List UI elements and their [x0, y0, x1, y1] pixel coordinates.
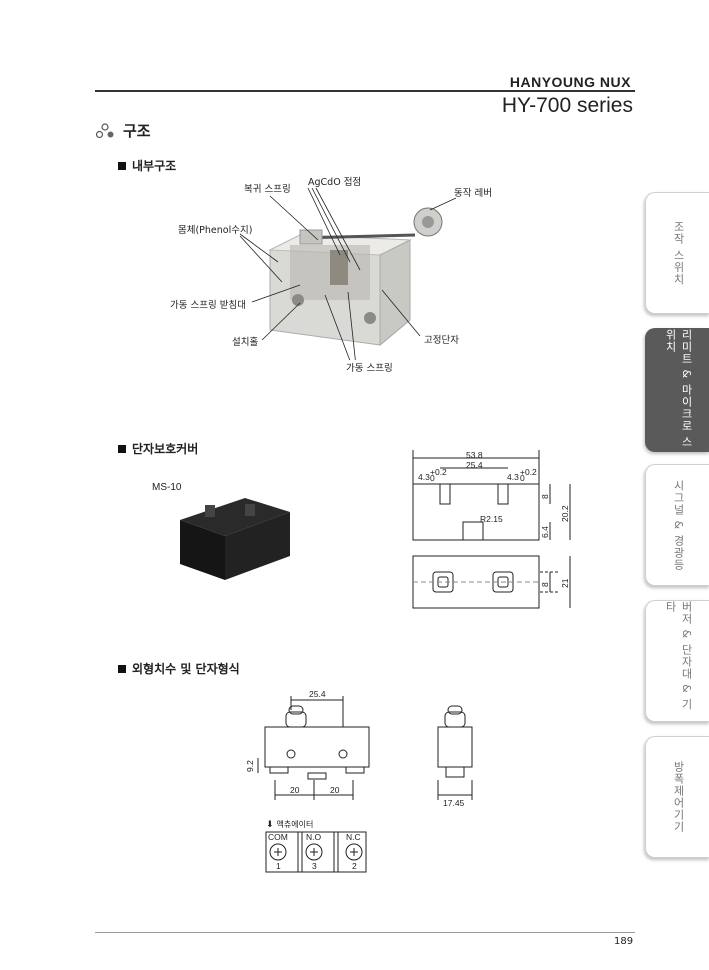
outline-dim-width: 17.45 — [443, 798, 465, 808]
label-moving-spring: 가동 스프링 — [344, 360, 395, 374]
tab-explosion-proof[interactable]: 방폭제어기기 — [645, 736, 709, 858]
cover-dim-h202: 20.2 — [560, 505, 570, 522]
cover-dim-bottom-h21: 21 — [560, 578, 570, 588]
page-number: 189 — [614, 936, 634, 947]
cover-dim-tol-upper-right: +0.2 — [520, 467, 537, 477]
label-spring-seat: 가동 스프링 받침대 — [168, 297, 248, 311]
section-title-text: 구조 — [123, 122, 151, 140]
cover-model: MS-10 — [152, 482, 182, 493]
cover-dim-overall: 53.8 — [466, 450, 483, 460]
cover-dim-bottom-h8: 8 — [540, 582, 550, 587]
tab-label: 방폭제어기기 — [672, 761, 685, 833]
outline-heading: 외형치수 및 단자형식 — [118, 660, 240, 677]
outline-dim-top: 25.4 — [309, 689, 326, 699]
terminal-num-no: 3 — [312, 861, 317, 871]
actuator-note-text: 액츄에이터 — [276, 820, 314, 829]
cover-title: 단자보호커버 — [132, 442, 199, 456]
internal-structure-heading: 내부구조 — [118, 157, 176, 174]
footer-rule — [95, 932, 635, 933]
internal-structure-diagram — [239, 187, 457, 367]
terminal-label-com: COM — [268, 832, 288, 842]
square-bullet-icon — [118, 444, 126, 453]
tab-buzzer-terminal[interactable]: 버저 & 단자대 & 기타 — [645, 600, 709, 722]
outline-drawing: 25.4 9.2 20 20 17.45 COM N.O N.C 1 3 2 — [245, 689, 473, 873]
cover-dim-slot-left: 4.3 — [418, 472, 430, 482]
tab-limit-micro-switch[interactable]: 리미트 & 마이크로 스위치 — [645, 328, 709, 452]
down-arrow-icon: ⬇ — [266, 819, 274, 830]
label-return-spring: 복귀 스프링 — [244, 184, 291, 195]
terminal-num-com: 1 — [276, 861, 281, 871]
cover-dim-tol-lower-left: 0 — [430, 473, 435, 483]
cover-drawing: 53.8 25.4 4.3 +0.2 0 4.3 +0.2 0 R2.15 8 … — [180, 450, 571, 609]
tab-label: 조작 스위치 — [672, 220, 685, 286]
tab-label: 버저 & 단자대 & 기타 — [664, 601, 693, 711]
cover-dim-h64: 6.4 — [540, 526, 550, 538]
cover-dim-tol-lower-right: 0 — [520, 473, 525, 483]
label-lever: 동작 레버 — [454, 188, 492, 199]
tab-operation-switch[interactable]: 조작 스위치 — [645, 192, 709, 314]
cover-illustration — [180, 498, 290, 580]
tab-signal-light[interactable]: 시그널 & 경광등 — [645, 464, 709, 586]
tab-label: 시그널 & 경광등 — [672, 479, 685, 571]
cover-heading: 단자보호커버 — [118, 440, 198, 457]
outline-dim-pitch1: 20 — [290, 785, 300, 795]
internal-structure-title: 내부구조 — [132, 159, 177, 173]
cover-dim-inner: 25.4 — [466, 460, 483, 470]
label-contact: AgCdO 접점 — [308, 177, 362, 188]
terminal-label-no: N.O — [306, 832, 322, 842]
cover-dim-slot-right: 4.3 — [507, 472, 519, 482]
cover-dim-radius: R2.15 — [480, 514, 503, 524]
cover-dim-tol-upper-left: +0.2 — [430, 467, 447, 477]
section-bullet-icon — [95, 122, 114, 138]
outline-title: 외형치수 및 단자형식 — [132, 662, 240, 676]
cover-dim-h8: 8 — [540, 494, 550, 499]
switch-body-illustration — [268, 207, 443, 347]
label-body: 몸체(Phenol수지) — [178, 225, 253, 236]
square-bullet-icon — [118, 161, 126, 170]
label-fixed-terminal: 고정단자 — [424, 335, 459, 346]
outline-dim-pitch2: 20 — [330, 785, 340, 795]
header-rule — [95, 90, 635, 92]
square-bullet-icon — [118, 664, 126, 673]
terminal-num-nc: 2 — [352, 861, 357, 871]
tab-label: 리미트 & 마이크로 스위치 — [664, 329, 693, 449]
actuator-note: ⬇ 액츄에이터 — [266, 819, 313, 830]
label-mount-hole: 설치홀 — [232, 337, 259, 348]
series-title: HY-700 series — [501, 94, 633, 117]
outline-dim-left: 9.2 — [245, 760, 255, 772]
terminal-label-nc: N.C — [346, 832, 361, 842]
brand-logo: HANYOUNG NUX — [509, 74, 631, 90]
section-title: 구조 — [95, 120, 151, 141]
